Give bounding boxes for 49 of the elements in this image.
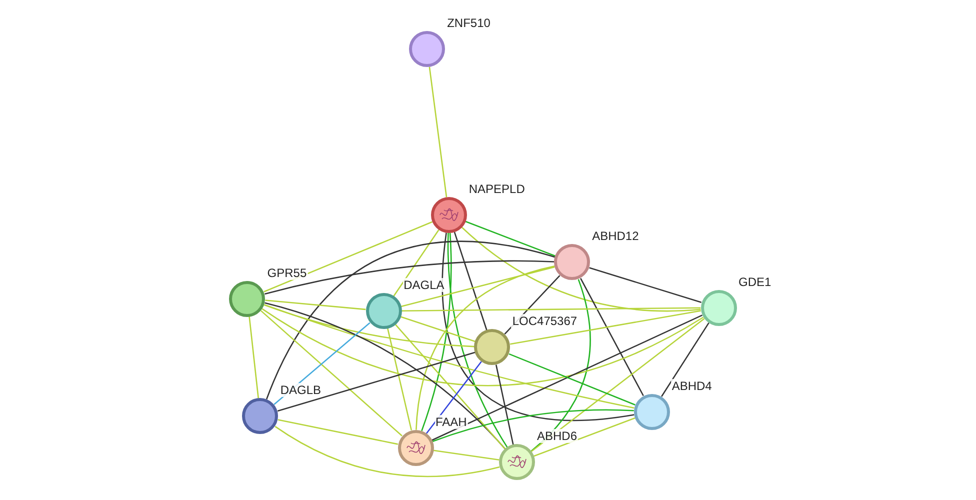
protein-name: ABHD4 — [670, 378, 713, 393]
interaction-line — [260, 310, 402, 436]
interaction-line — [277, 352, 476, 412]
interaction-line — [264, 304, 474, 348]
interaction-line — [264, 260, 554, 295]
interaction-line — [262, 308, 704, 386]
interaction-line — [510, 310, 701, 345]
protein-name: NAPEPLD — [468, 182, 526, 196]
interaction-line — [461, 226, 701, 312]
interaction-line — [265, 300, 366, 310]
interaction-line — [400, 266, 555, 308]
interaction-line — [266, 240, 556, 400]
protein-name: FAAH — [434, 414, 468, 429]
interaction-line — [428, 66, 448, 198]
interaction-line — [432, 409, 634, 442]
protein-name: DAGLA — [402, 278, 446, 292]
interaction-line — [393, 230, 440, 297]
interaction-line — [432, 314, 702, 441]
interaction-line — [416, 265, 555, 430]
interaction-line — [433, 450, 500, 461]
protein-name: ZNF510 — [446, 16, 492, 30]
interaction-line — [426, 361, 482, 434]
interaction-line — [580, 278, 644, 396]
interaction-line — [465, 220, 556, 257]
interaction-line — [442, 232, 634, 422]
interaction-line — [421, 232, 452, 432]
interaction-line — [278, 419, 398, 445]
interaction-line — [400, 316, 476, 342]
interaction-line — [508, 353, 636, 406]
interaction-line — [274, 426, 500, 478]
protein-name: LOC475367 — [511, 314, 578, 328]
interaction-line — [589, 267, 702, 303]
interaction-line — [661, 322, 710, 397]
protein-name: DAGLB — [279, 383, 322, 398]
protein-name: GPR55 — [266, 266, 308, 280]
protein-name: GDE1 — [738, 274, 772, 289]
interaction-line — [530, 318, 705, 452]
interaction-line — [495, 364, 514, 445]
interaction-line — [264, 221, 432, 292]
interaction-line — [530, 279, 591, 452]
interaction-line — [264, 304, 634, 409]
interaction-line — [248, 316, 260, 398]
interaction-line — [447, 232, 508, 448]
interaction-line — [395, 324, 506, 450]
interaction-line — [387, 328, 412, 430]
interaction-line — [534, 417, 636, 457]
interaction-line — [402, 307, 701, 312]
protein-name: ABHD6 — [536, 429, 578, 444]
interaction-line — [454, 232, 488, 330]
